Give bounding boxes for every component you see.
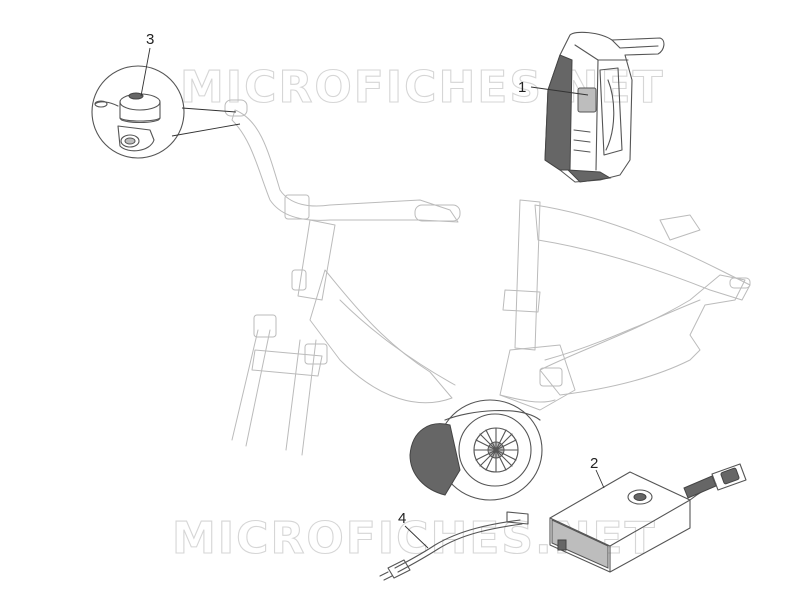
callout-label-3: 3 [146, 31, 154, 48]
callout-4: 4 [398, 510, 429, 549]
callout-label-2: 2 [590, 455, 598, 472]
motor-gear-icon [473, 427, 519, 473]
callout-2: 2 [590, 455, 605, 489]
callout-label-4: 4 [398, 510, 406, 527]
power-cable [379, 511, 529, 581]
battery-pack [544, 31, 665, 183]
bell-icon [119, 92, 161, 124]
plug-icon [379, 559, 411, 581]
callout-label-1: 1 [518, 79, 526, 96]
motor-drive-unit [409, 399, 543, 501]
bell-detail [91, 65, 241, 159]
battery-charger [549, 463, 747, 573]
callout-3: 3 [140, 31, 154, 97]
callout-1: 1 [518, 79, 589, 96]
bicycle-frame [224, 99, 751, 456]
fan-vent-icon [627, 489, 653, 505]
